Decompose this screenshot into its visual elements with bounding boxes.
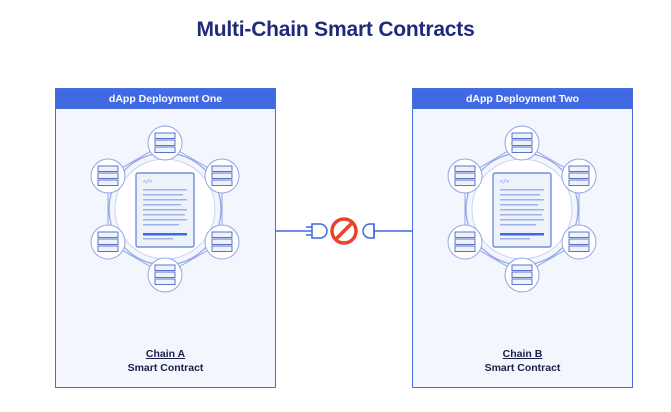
chain-b-label: Chain B — [502, 348, 543, 360]
chain-a-label: Chain A — [145, 348, 186, 360]
server-icon-top-left — [90, 158, 126, 194]
plug-icon-left — [306, 223, 328, 239]
server-icon-top — [147, 125, 183, 161]
dapp-deployment-one-panel: dApp Deployment One </> — [55, 88, 276, 388]
server-icon-top-left — [447, 158, 483, 194]
chain-b-network-diagram: </> — [447, 125, 597, 293]
server-icon-top-right — [204, 158, 240, 194]
chain-a-contract-label: Smart Contract — [127, 362, 204, 374]
plug-icon-right — [362, 223, 375, 239]
server-icon-bottom-right — [204, 224, 240, 260]
server-icon-bottom-right — [561, 224, 597, 260]
dapp-deployment-two-panel: dApp Deployment Two </> — [412, 88, 633, 388]
panel-header-two: dApp Deployment Two — [413, 89, 632, 109]
chain-b-caption: Chain B Smart Contract — [413, 347, 632, 375]
server-icon-top-right — [561, 158, 597, 194]
chain-a-network-diagram: </> — [90, 125, 240, 293]
server-icon-bottom-left — [447, 224, 483, 260]
server-icon-bottom — [504, 257, 540, 293]
svg-text:</>: </> — [500, 179, 509, 185]
chain-b-contract-label: Smart Contract — [484, 362, 561, 374]
svg-text:</>: </> — [143, 179, 152, 185]
contract-document-icon: </> — [135, 172, 195, 248]
page-title: Multi-Chain Smart Contracts — [196, 18, 475, 41]
server-icon-top — [504, 125, 540, 161]
contract-document-icon: </> — [492, 172, 552, 248]
blocked-connection — [276, 217, 412, 245]
chain-a-caption: Chain A Smart Contract — [56, 347, 275, 375]
panel-header-one: dApp Deployment One — [56, 89, 275, 109]
no-entry-icon — [330, 217, 358, 245]
server-icon-bottom-left — [90, 224, 126, 260]
server-icon-bottom — [147, 257, 183, 293]
